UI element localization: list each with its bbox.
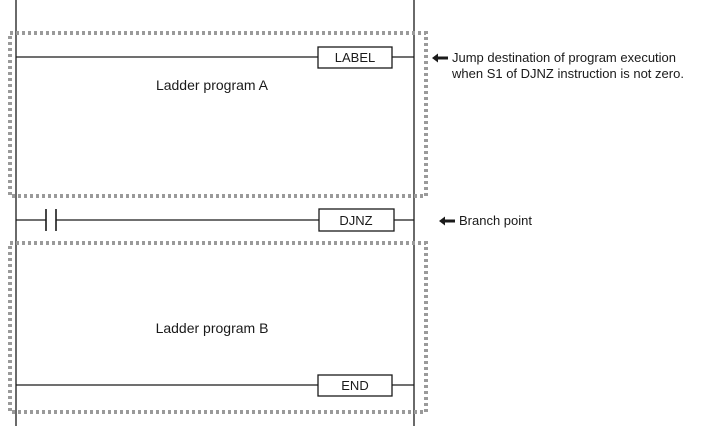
left-arrow-icon (439, 216, 455, 226)
branch-point-note: Branch point (459, 213, 532, 228)
program-b-box (8, 241, 428, 414)
left-arrow-icon (432, 53, 448, 63)
jump-destination-note-line1: Jump destination of program execution (452, 50, 676, 65)
program-a-label: Ladder program A (156, 77, 269, 93)
end-instruction-text: END (341, 378, 368, 393)
djnz-instruction-text: DJNZ (339, 213, 372, 228)
label-instruction-text: LABEL (335, 50, 375, 65)
program-b-label: Ladder program B (156, 320, 269, 336)
program-a-box (8, 31, 428, 198)
jump-destination-note-line2: when S1 of DJNZ instruction is not zero. (451, 66, 684, 81)
